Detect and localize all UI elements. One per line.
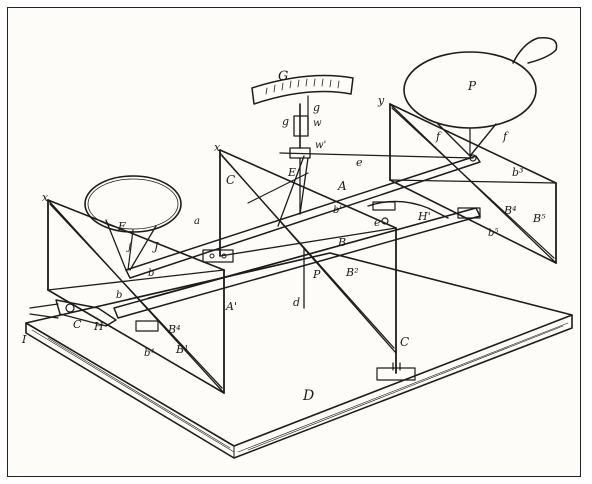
label-P-mid: P	[312, 268, 321, 281]
label-B1: B¹	[175, 343, 189, 356]
figure-labels: G g g w w' E e P f f y b³ B⁴ B⁵ x C A b'…	[21, 69, 546, 404]
gauge-assembly	[251, 74, 354, 309]
right-plate	[403, 37, 558, 162]
label-A-upper: A	[337, 179, 347, 193]
label-b1: b	[148, 268, 154, 279]
label-y: y	[377, 94, 385, 107]
label-C-left: C	[73, 318, 82, 331]
label-g-left: g	[282, 115, 289, 128]
label-A-prime: A'	[225, 300, 237, 313]
label-C-lower: C	[400, 335, 409, 349]
label-H: H	[93, 320, 104, 333]
label-B-mid: B	[337, 236, 346, 249]
center-cross-frame	[219, 149, 416, 381]
label-x-left: x	[42, 191, 49, 204]
label-g-top: g	[313, 101, 320, 114]
label-G: G	[278, 69, 288, 84]
label-E: E	[287, 166, 296, 179]
figure-frame: G g g w w' E e P f f y b³ B⁴ B⁵ x C A b'…	[7, 7, 581, 477]
label-j: j	[126, 242, 131, 253]
label-B2: B²	[345, 266, 359, 279]
label-e-lower: e	[374, 216, 381, 229]
label-b4: b⁴	[144, 348, 154, 359]
label-x-center: x	[214, 141, 221, 154]
label-b-prime: b'	[333, 205, 342, 216]
label-b-small: b	[116, 290, 122, 301]
right-cross-frame	[389, 103, 557, 264]
label-F: F	[117, 220, 126, 233]
left-ring	[84, 175, 182, 271]
label-P-top: P	[467, 79, 477, 93]
label-H-prime: H'	[417, 210, 431, 223]
label-b5: b⁵	[488, 228, 498, 239]
label-a: a	[194, 216, 200, 227]
label-w: w	[313, 118, 322, 129]
label-I: I	[21, 333, 27, 346]
label-b3: b³	[512, 166, 523, 179]
main-bars	[113, 152, 481, 319]
label-B4-right: B⁴	[503, 204, 517, 217]
label-e-upper: e	[356, 156, 363, 169]
label-d: d	[293, 296, 300, 309]
label-J: J	[152, 240, 159, 253]
lever-h	[29, 249, 234, 332]
label-D: D	[302, 388, 314, 404]
lever-h-prime	[367, 200, 481, 225]
label-f-left: f	[435, 130, 442, 143]
label-C-upper: C	[226, 173, 235, 187]
label-B5: B⁵	[532, 212, 546, 225]
label-w-prime: w'	[315, 140, 326, 151]
label-B4-left: B⁴	[167, 323, 181, 336]
label-f-right: f	[502, 130, 509, 143]
apparatus-drawing: G g g w w' E e P f f y b³ B⁴ B⁵ x C A b'…	[21, 37, 573, 459]
left-cross-frame	[47, 199, 225, 394]
